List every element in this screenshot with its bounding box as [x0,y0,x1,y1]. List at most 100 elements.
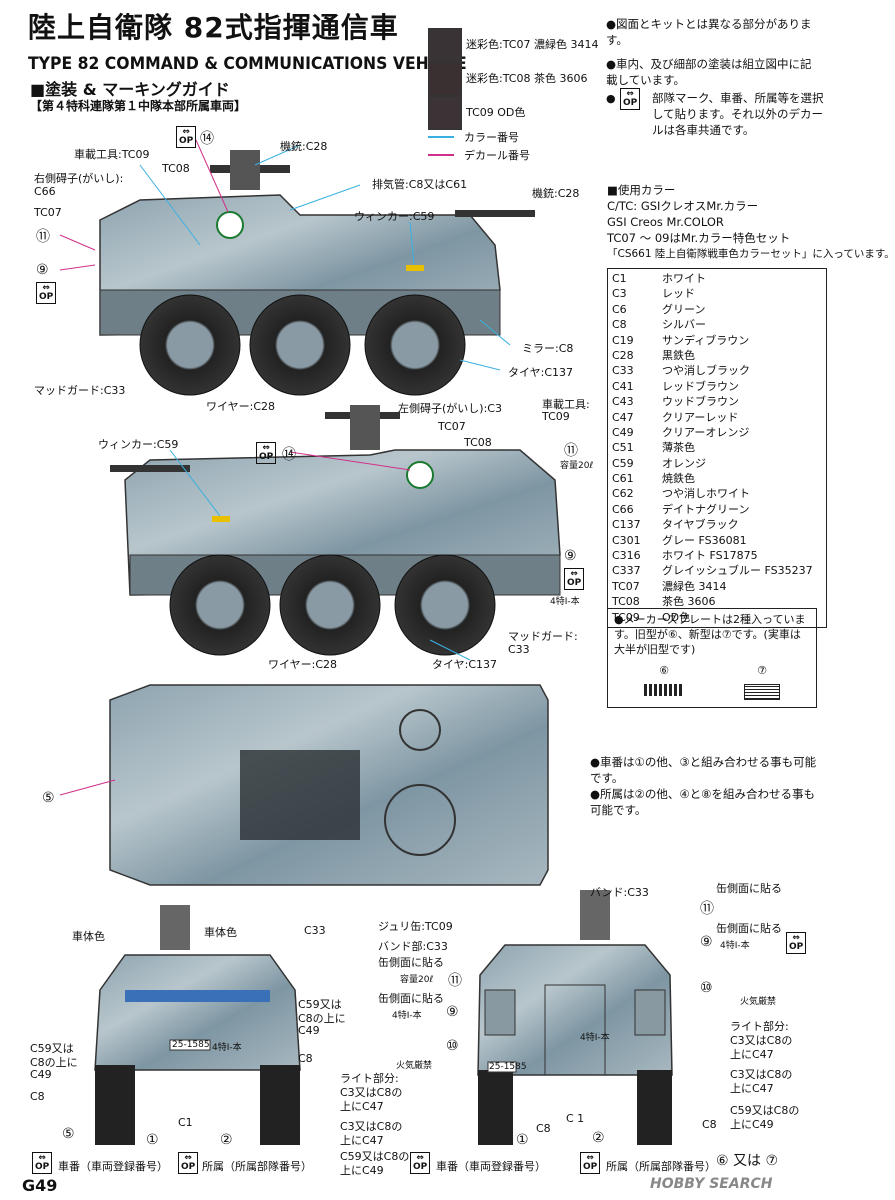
r-plate: 25-1585 [489,1062,527,1072]
decal-leader-lines [59,139,411,796]
r-c1: C 1 [566,1112,585,1125]
wheel-2 [249,294,351,396]
front-hull [94,954,301,1071]
paint-name: 薄茶色 [662,441,695,455]
f-op-num: ⇔OP [32,1152,53,1174]
r-light2b: 上にC47 [340,1134,384,1147]
r-right-can: 缶側面に貼る [716,882,782,895]
s1-mirror: ミラー:C8 [522,342,574,355]
r-r-light3: C59又はC8の [730,1104,800,1117]
r-rear-unit: 4特Ⅰ-本 [580,1033,610,1043]
paint-code: C33 [612,364,634,378]
r-fire: 火気厳禁 [396,1061,433,1071]
r-unit-label: 所属（所属部隊番号） [606,1160,716,1173]
wheel-3 [364,294,466,396]
r-c8: C8 [536,1122,551,1135]
unit-emblem-2 [406,461,434,489]
rear-plate [487,1061,517,1073]
s2-decal-14: ⑭ [282,447,296,463]
paint-name: シルバー [662,318,706,332]
r-band: バンド:C33 [590,886,649,899]
plate-label-7: ⑦ [757,664,767,677]
plate-old-icon [644,684,684,696]
paint-name: オレンジ [662,456,706,470]
s1-tools: 車載工具:TC09 [74,148,150,161]
note-2: ●車内、及び細部の塗装は組立図中に記載しています。 [606,57,812,87]
top-hatch-2 [300,750,360,840]
f-c59b3: C49 [30,1068,52,1081]
s1-right-insulator: 右側碍子(がいし): [34,172,124,185]
paint-code: C62 [612,487,634,501]
paint-heading-2: C/TC: GSIクレオスMr.カラー [607,199,759,213]
f-plate-unit: 4特Ⅰ-本 [212,1043,242,1053]
r-r-light1b: C3又はC8の [730,1034,793,1047]
wheel-6 [394,554,496,656]
paint-code: C301 [612,533,641,547]
legend-color-line [428,136,454,138]
r-r-light1c: 上にC47 [730,1048,774,1061]
swatch-tc08 [428,62,462,96]
r-can-side2: 缶側面に貼る [378,992,444,1005]
r-right-fire: 火気厳禁 [740,997,777,1007]
paint-name: 焼鉄色 [662,472,695,486]
r-light1c: 上にC47 [340,1100,384,1113]
front-tire-right [260,1065,300,1145]
swatch-label-tc08: 迷彩色:TC08 茶色 3606 [466,72,588,85]
f-c59b2: C8の上に [30,1056,78,1069]
paint-name: 黒鉄色 [662,348,695,362]
paint-name: ホワイト FS17875 [662,549,758,563]
s1-c66: C66 [34,185,56,198]
f-num-label: 車番（車両登録番号） [58,1160,168,1173]
s2-tools2: TC09 [542,410,570,423]
f-c8a: C8 [298,1052,313,1065]
jerry-can-right [634,989,666,1036]
paint-code: TC09 [612,610,640,624]
side-view-right [99,150,535,396]
plate-note: ●メーカーズプレートは2種入っています。旧型が⑥、新型は⑦です。(実車は大半が旧… [614,613,806,656]
note-1: ●図面とキットとは異なる部分があります。 [606,17,812,47]
unit-emblem-1 [216,211,244,239]
r-right-unit: 4特Ⅰ-本 [720,941,750,951]
f-c59a: C59又は [298,998,342,1011]
r-num-label: 車番（車両登録番号） [436,1160,546,1173]
s2-decal-11: ⑪ [564,443,578,459]
paint-code: C1 [612,272,627,285]
plate-label-6: ⑥ [659,664,669,677]
page-number: G49 [22,1176,58,1195]
paint-heading-4: TC07 〜 09はMr.カラー特色セット [607,231,791,245]
paint-row: C49 クリアーオレンジ [612,425,822,440]
paint-name: クリアーオレンジ [662,425,750,439]
paint-code: C66 [612,502,634,516]
s2-tc08: TC08 [464,436,492,449]
r-decal-2: ② [592,1130,605,1146]
r-decal-10: ⑩ [446,1038,459,1054]
paint-name: グレイッシュブルー FS35237 [662,564,813,578]
f-unit-label: 所属（所属部隊番号） [202,1160,312,1173]
s1-tc07: TC07 [34,206,62,219]
r-right-op: ⇔OP [786,932,807,954]
paint-code: C49 [612,425,634,439]
f-c33: C33 [304,924,326,937]
op-icon: ⇔OP [620,88,641,110]
s2-wire: ワイヤー:C28 [268,658,338,671]
r-unit-mark: 4特Ⅰ-本 [392,1011,422,1021]
winker-1 [406,265,424,271]
s2-decal-9: ⑨ [564,548,577,564]
f-plate: 25-1585 [172,1040,210,1050]
rear-tire-left [478,1070,513,1145]
s2-tire: タイヤ:C137 [432,658,498,671]
s1-gun1: 機銃:C28 [280,140,328,153]
s1-gun2: 機銃:C28 [532,187,580,200]
paint-code: TC08 [612,595,640,609]
wheel-1 [139,294,241,396]
r-op-num: ⇔OP [410,1152,431,1174]
f-c8b: C8 [30,1090,45,1103]
r-right-d9: ⑨ [700,934,713,950]
